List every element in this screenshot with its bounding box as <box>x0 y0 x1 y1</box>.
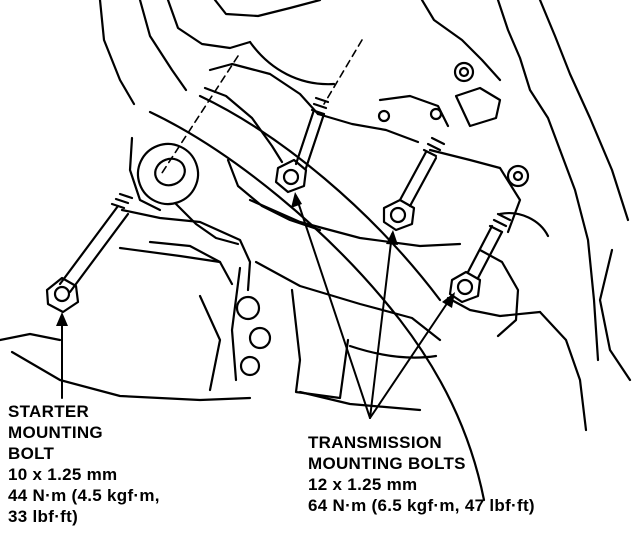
starter-bolt-callout: STARTER MOUNTING BOLT 10 x 1.25 mm 44 N·… <box>8 401 160 527</box>
guide-lines <box>159 39 363 177</box>
starter-callout-line-2: MOUNTING <box>8 423 103 442</box>
arrowheads <box>56 192 455 326</box>
transmission-bolt-3 <box>448 212 512 304</box>
trans-callout-line-1: TRANSMISSION <box>308 433 442 452</box>
starter-callout-line-3: BOLT <box>8 444 55 463</box>
trans-callout-line-4: 64 N·m (6.5 kgf·m, 47 lbf·ft) <box>308 496 535 515</box>
leader-lines <box>61 195 453 419</box>
flywheel-housing <box>0 94 486 502</box>
starter-callout-line-5: 44 N·m (4.5 kgf·m, <box>8 486 160 505</box>
starter-bolt <box>45 192 134 314</box>
transmission-bolt-2 <box>382 136 446 232</box>
starter-callout-line-1: STARTER <box>8 402 90 421</box>
starter-motor <box>98 0 462 292</box>
trans-callout-line-3: 12 x 1.25 mm <box>308 475 418 494</box>
engine-housing <box>166 0 632 432</box>
starter-callout-line-6: 33 lbf·ft) <box>8 507 79 526</box>
transmission-bolt-1 <box>274 96 330 194</box>
transmission-bolts-callout: TRANSMISSION MOUNTING BOLTS 12 x 1.25 mm… <box>308 432 535 516</box>
starter-callout-line-4: 10 x 1.25 mm <box>8 465 118 484</box>
trans-callout-line-2: MOUNTING BOLTS <box>308 454 466 473</box>
